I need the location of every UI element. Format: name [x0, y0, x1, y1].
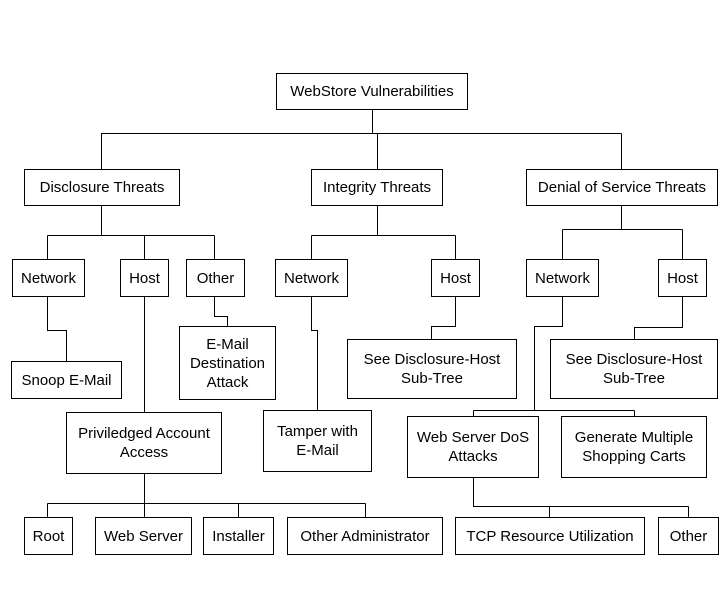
node-integrity-threats: Integrity Threats — [311, 169, 443, 206]
connector — [47, 473, 366, 518]
node-integrity-see-disclosure-host: See Disclosure-Host Sub-Tree — [347, 339, 517, 399]
node-tcp-resource-utilization: TCP Resource Utilization — [455, 517, 645, 555]
node-generate-multiple-shopping-carts: Generate Multiple Shopping Carts — [561, 416, 707, 478]
node-web-server-dos-attacks: Web Server DoS Attacks — [407, 416, 539, 478]
node-installer: Installer — [203, 517, 274, 555]
connector — [562, 205, 683, 260]
connector — [473, 477, 689, 518]
connector — [634, 296, 683, 340]
connector — [214, 296, 228, 327]
node-disclosure-threats: Disclosure Threats — [24, 169, 180, 206]
node-denial-of-service-threats: Denial of Service Threats — [526, 169, 718, 206]
node-email-destination-attack: E-Mail Destination Attack — [179, 326, 276, 400]
node-root: Root — [24, 517, 73, 555]
node-other-administrator: Other Administrator — [287, 517, 443, 555]
node-disclosure-other: Other — [186, 259, 245, 297]
node-dos-network: Network — [526, 259, 599, 297]
connector — [311, 205, 456, 260]
node-integrity-network: Network — [275, 259, 348, 297]
connector — [47, 205, 215, 260]
connector — [473, 296, 635, 417]
node-dos-see-disclosure-host: See Disclosure-Host Sub-Tree — [550, 339, 718, 399]
connector — [47, 296, 67, 362]
node-webstore-vulnerabilities: WebStore Vulnerabilities — [276, 73, 468, 110]
connector — [311, 296, 318, 411]
node-disclosure-host: Host — [120, 259, 169, 297]
node-web-server: Web Server — [95, 517, 192, 555]
node-privileged-account-access: Priviledged Account Access — [66, 412, 222, 474]
node-disclosure-network: Network — [12, 259, 85, 297]
connector — [101, 110, 622, 170]
node-dos-other: Other — [658, 517, 719, 555]
node-tamper-with-email: Tamper with E-Mail — [263, 410, 372, 472]
connector — [431, 296, 456, 340]
node-integrity-host: Host — [431, 259, 480, 297]
node-dos-host: Host — [658, 259, 707, 297]
node-snoop-email: Snoop E-Mail — [11, 361, 122, 399]
